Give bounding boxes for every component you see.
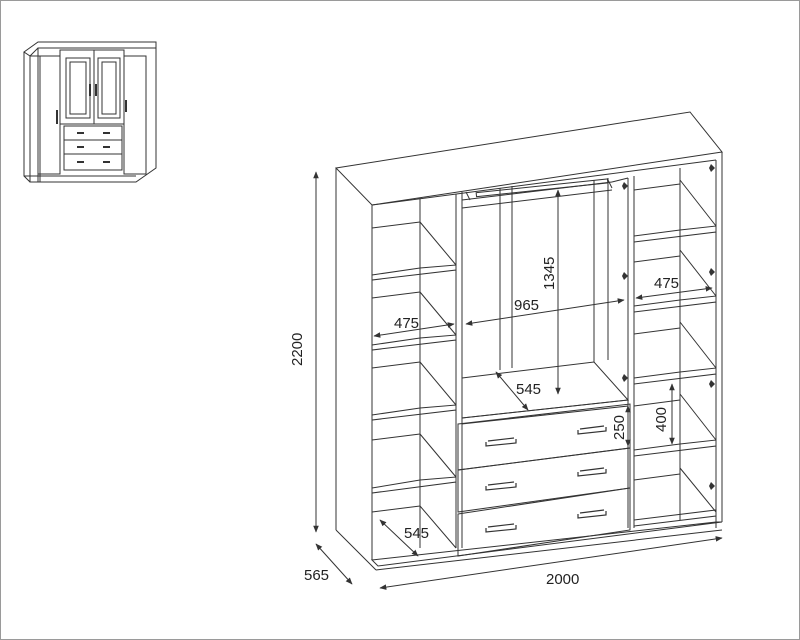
hinges <box>622 164 715 490</box>
wardrobe-open-view <box>334 111 723 571</box>
label-shelf-spacing: 400 <box>653 407 670 432</box>
dimension-lines <box>313 171 723 590</box>
label-left-shelf-width: 475 <box>394 315 419 332</box>
label-total-width: 2000 <box>546 571 579 588</box>
label-rail-height: 1345 <box>541 257 558 290</box>
label-total-height: 2200 <box>289 333 306 366</box>
drawer-handles <box>485 425 607 533</box>
wardrobe-thumbnail <box>23 41 157 183</box>
label-bottom-depth: 545 <box>404 525 429 542</box>
label-depth: 565 <box>304 567 329 584</box>
label-center-width: 965 <box>514 297 539 314</box>
label-right-shelf-width: 475 <box>654 275 679 292</box>
label-center-shelf-depth: 545 <box>516 381 541 398</box>
label-drawer-height: 250 <box>611 415 628 440</box>
